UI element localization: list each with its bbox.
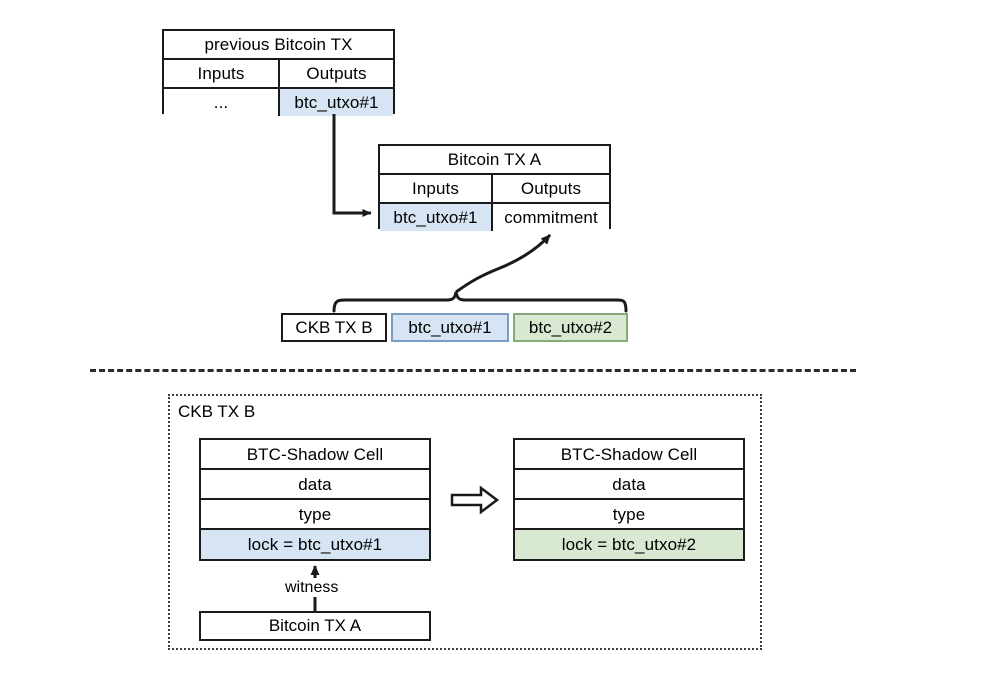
witness-source-bitcoin-tx-a: Bitcoin TX A [199,611,431,641]
btc-shadow-cell-input: BTC-Shadow Cell data type lock = btc_utx… [199,438,431,561]
bitcoin-tx-a-input-btc-utxo-1: btc_utxo#1 [380,204,493,231]
previous-tx-header-outputs: Outputs [280,60,393,87]
shadow-cell-output-lock: lock = btc_utxo#2 [515,530,743,559]
shadow-cell-input-data: data [201,470,429,498]
ckb-tx-b-item-btc-utxo-2: btc_utxo#2 [513,313,628,342]
section-divider [90,369,856,372]
previous-bitcoin-tx-title: previous Bitcoin TX [164,31,393,58]
ckb-tx-b-detail-title: CKB TX B [178,402,256,421]
ckb-tx-b-label: CKB TX B [281,313,387,342]
bitcoin-tx-a-output-commitment: commitment [493,204,609,231]
table-row: previous Bitcoin TX [164,31,393,60]
previous-tx-header-inputs: Inputs [164,60,280,87]
bitcoin-tx-a-table: Bitcoin TX A Inputs Outputs btc_utxo#1 c… [378,144,611,231]
table-row: ... btc_utxo#1 [164,89,393,116]
previous-tx-input-value: ... [164,89,280,116]
shadow-cell-output-data: data [515,470,743,498]
table-row: Inputs Outputs [380,175,609,204]
table-row: data [515,470,743,500]
table-row: btc_utxo#1 commitment [380,204,609,231]
table-row: type [201,500,429,530]
connector-ckb-b-to-commitment [455,233,552,294]
bitcoin-tx-a-header-inputs: Inputs [380,175,493,202]
bitcoin-tx-a-header-outputs: Outputs [493,175,609,202]
table-row: type [515,500,743,530]
table-row: BTC-Shadow Cell [201,440,429,470]
ckb-tx-b-item-btc-utxo-1: btc_utxo#1 [391,313,509,342]
bitcoin-tx-a-title: Bitcoin TX A [380,146,609,173]
previous-tx-output-btc-utxo-1: btc_utxo#1 [280,89,393,116]
shadow-cell-input-type: type [201,500,429,528]
table-row: BTC-Shadow Cell [515,440,743,470]
connector-prev-utxo-to-txa [332,114,372,217]
table-row: Bitcoin TX A [380,146,609,175]
table-row: lock = btc_utxo#1 [201,530,429,559]
table-row: lock = btc_utxo#2 [515,530,743,559]
shadow-cell-input-lock: lock = btc_utxo#1 [201,530,429,559]
btc-shadow-cell-output: BTC-Shadow Cell data type lock = btc_utx… [513,438,745,561]
table-row: data [201,470,429,500]
brace-ckb-tx-b-row [332,291,628,313]
shadow-cell-output-title: BTC-Shadow Cell [515,440,743,468]
table-row: Inputs Outputs [164,60,393,89]
shadow-cell-output-type: type [515,500,743,528]
witness-label: witness [285,579,339,596]
shadow-cell-input-title: BTC-Shadow Cell [201,440,429,468]
previous-bitcoin-tx-table: previous Bitcoin TX Inputs Outputs ... b… [162,29,395,116]
